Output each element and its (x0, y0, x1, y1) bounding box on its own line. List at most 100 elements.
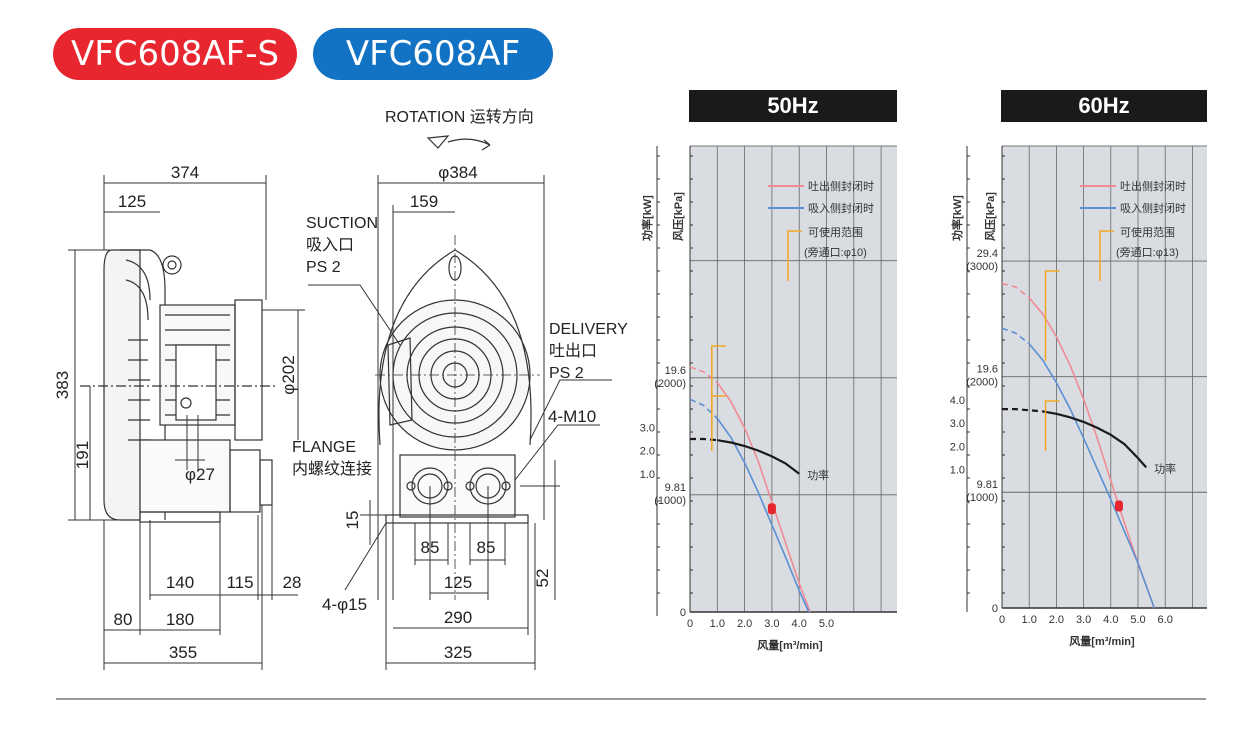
usable-range-bracket (711, 395, 726, 451)
legend-bypass: (旁通口:φ10) (804, 245, 867, 259)
operating-point-marker (767, 503, 776, 515)
series-line-dashed (1001, 327, 1030, 345)
y-tick-sublabel: (1000) (654, 495, 686, 507)
series-line-dashed (1001, 282, 1030, 299)
legend-suction: 吸入侧封闭时 (1120, 201, 1186, 215)
x-tick-label: 5.0 (1130, 614, 1145, 626)
legend-usable-range: 可使用范围 (808, 225, 863, 239)
y-tick-label: 19.6 (665, 365, 686, 377)
x-tick-label: 1.0 (1022, 614, 1037, 626)
dim-4-phi15: 4-φ15 (322, 595, 367, 614)
dim-28: 28 (283, 573, 302, 592)
flange-thread-label: 内螺纹连接 (292, 460, 372, 478)
y-tick-label: 19.6 (977, 364, 998, 376)
side-view-drawing (68, 175, 305, 670)
power-tick-label: 1.0 (640, 469, 655, 481)
x-tick-label: 4.0 (792, 618, 807, 630)
power-axis-title: 功率[kW] (640, 195, 654, 241)
power-curve-label: 功率 (807, 468, 829, 482)
suction-closed-curve (716, 417, 810, 613)
power-tick-label: 3.0 (640, 422, 655, 434)
x-axis-title: 风量[m³/min] (757, 638, 823, 652)
y-tick-label: 9.81 (977, 479, 998, 491)
chart-title-50hz: 50Hz (689, 90, 897, 122)
y-tick-label: 9.81 (665, 482, 686, 494)
y-tick-label: 0 (680, 607, 686, 619)
suction-label-en: SUCTION (306, 215, 378, 232)
delivery-label-en: DELIVERY (549, 321, 628, 338)
dim-phi27: φ27 (185, 465, 215, 484)
power-curve (1042, 410, 1148, 469)
power-tick-label: 4.0 (950, 395, 965, 407)
power-axis-title: 功率[kW] (950, 195, 964, 241)
x-tick-label: 1.0 (710, 618, 725, 630)
series-line-dashed (689, 366, 718, 384)
rotation-label: ROTATION 运转方向 (385, 108, 534, 126)
dim-phi384: φ384 (438, 163, 477, 182)
power-tick-label: 1.0 (950, 465, 965, 477)
front-view-drawing (308, 135, 612, 670)
dim-115: 115 (226, 573, 253, 592)
dim-383: 383 (53, 371, 72, 399)
dim-355: 355 (169, 643, 197, 662)
y-tick-sublabel: (2000) (654, 378, 686, 390)
y-tick-sublabel: (1000) (966, 492, 998, 504)
flange-label: FLANGE (292, 439, 356, 456)
usable-range-bracket (1044, 270, 1060, 361)
dim-15: 15 (343, 511, 362, 530)
discharge-closed-curve (716, 382, 811, 613)
x-tick-label: 6.0 (1158, 614, 1173, 626)
legend-discharge: 吐出侧封闭时 (1120, 179, 1186, 193)
dim-290: 290 (444, 608, 472, 627)
delivery-label-cn: 吐出口 (549, 342, 597, 360)
series-line-dashed (690, 437, 718, 442)
operating-point-marker (1114, 500, 1123, 512)
dim-159: 159 (410, 192, 438, 211)
dim-52: 52 (533, 569, 552, 588)
chart-title-60hz: 60Hz (1001, 90, 1207, 122)
y-tick-sublabel: (2000) (966, 377, 998, 389)
legend-discharge: 吐出侧封闭时 (808, 179, 874, 193)
plot-area (690, 146, 897, 612)
x-tick-label: 3.0 (764, 618, 779, 630)
suction-port-size: PS 2 (306, 259, 341, 276)
dim-85-right: 85 (477, 538, 496, 557)
power-curve (717, 439, 800, 475)
usable-range-bracket (1044, 400, 1060, 451)
legend-suction: 吸入侧封闭时 (808, 201, 874, 215)
power-tick-label: 3.0 (950, 418, 965, 430)
x-tick-label: 0 (687, 618, 693, 630)
power-tick-label: 2.0 (950, 441, 965, 453)
suction-label-cn: 吸入口 (306, 237, 354, 254)
dim-125: 125 (118, 192, 146, 211)
model-badge-vfc608af: VFC608AF (313, 28, 553, 80)
series-line-dashed (689, 398, 718, 419)
legend-usable-range: 可使用范围 (1120, 225, 1175, 239)
pressure-axis-title: 风压[kPa] (671, 192, 685, 241)
dim-80: 80 (114, 610, 133, 629)
power-tick-label: 2.0 (640, 446, 655, 458)
x-tick-label: 5.0 (819, 618, 834, 630)
dim-325: 325 (444, 643, 472, 662)
x-tick-label: 2.0 (737, 618, 752, 630)
dim-140: 140 (166, 573, 194, 592)
x-tick-label: 3.0 (1076, 614, 1091, 626)
dim-phi202: φ202 (279, 355, 298, 394)
series-line-dashed (1002, 408, 1043, 413)
discharge-closed-curve (1028, 297, 1156, 609)
bottom-divider (56, 698, 1206, 700)
power-curve-label: 功率 (1154, 461, 1176, 475)
suction-closed-curve (1028, 343, 1156, 609)
x-tick-label: 4.0 (1103, 614, 1118, 626)
x-tick-label: 2.0 (1049, 614, 1064, 626)
legend-bypass: (旁通口:φ13) (1116, 245, 1179, 259)
dim-125-front: 125 (444, 573, 472, 592)
range-bracket-icon (787, 230, 802, 281)
model-badge-vfc608af-s: VFC608AF-S (53, 28, 297, 80)
x-axis-title: 风量[m³/min] (1069, 634, 1135, 648)
x-tick-label: 0 (999, 614, 1005, 626)
dim-374: 374 (171, 163, 199, 182)
